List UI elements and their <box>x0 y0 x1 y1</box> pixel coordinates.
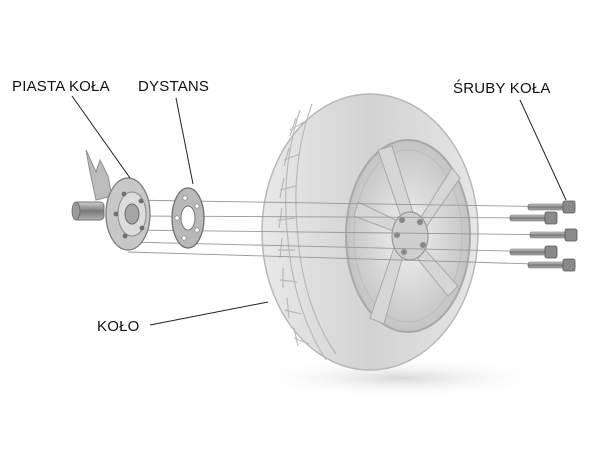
wheel-bolt <box>509 245 558 259</box>
wheel-bolt <box>527 200 576 214</box>
wheel-bolt <box>509 211 558 225</box>
wheel-bolt <box>527 258 576 272</box>
label-hub: PIASTA KOŁA <box>12 78 110 95</box>
leader-line-hub <box>71 95 131 179</box>
wheel-hub <box>71 149 151 251</box>
wheel-tire <box>261 93 479 371</box>
label-wheel: KOŁO <box>97 318 140 335</box>
leader-line-spacer <box>175 97 194 185</box>
leader-line-wheel <box>149 301 269 326</box>
leader-line-bolts <box>519 99 567 201</box>
wheel-spacer <box>171 187 205 249</box>
wheel-bolt <box>529 228 578 242</box>
label-spacer: DYSTANS <box>138 78 210 95</box>
ground-shadow <box>250 358 550 398</box>
wheel-bolts <box>509 200 578 272</box>
label-bolts: ŚRUBY KOŁA <box>453 80 551 97</box>
